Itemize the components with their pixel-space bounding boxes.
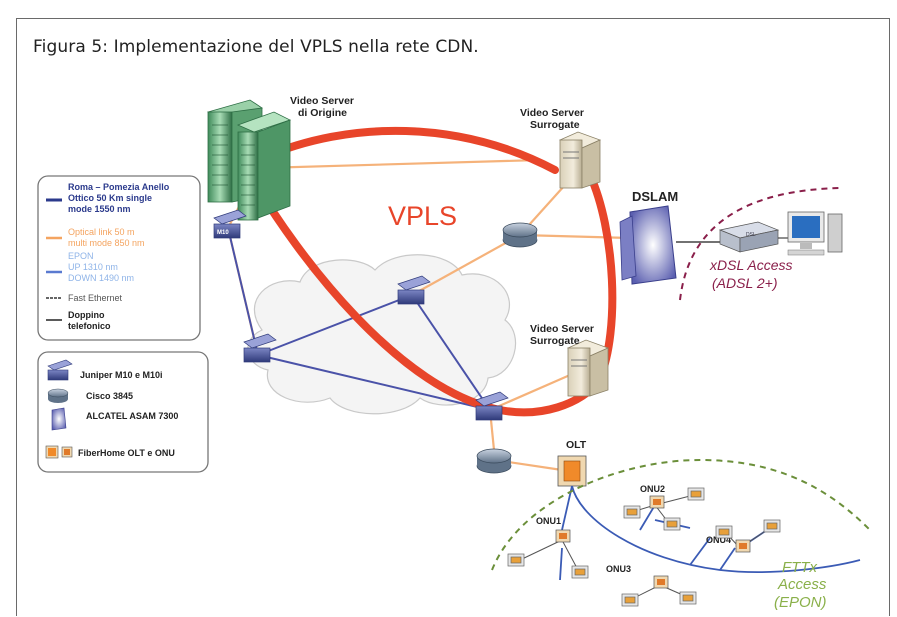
core-ring-links <box>227 227 491 411</box>
figure-frame <box>16 18 890 616</box>
surrogate-top-label-2: Surrogate <box>530 119 580 131</box>
legend-link-types: Roma – Pomezia Anello Ottico 50 Km singl… <box>37 175 201 341</box>
xdsl-label-1: xDSL Access <box>709 257 792 273</box>
legend-link-doppino-2: telefonico <box>68 321 111 331</box>
legend-link-ring-2: Ottico 50 Km single <box>68 193 152 203</box>
dsl-modem: DSL <box>718 221 780 253</box>
small-pc <box>715 525 733 539</box>
fttx-label-3: (EPON) <box>774 594 827 611</box>
onu-box <box>649 495 665 509</box>
fttx-access-boundary <box>491 458 871 571</box>
legend-link-ring-3: mode 1550 nm <box>68 204 131 214</box>
dslam-label: DSLAM <box>632 189 678 204</box>
xdsl-access-boundary <box>679 187 841 301</box>
small-pc <box>507 553 525 567</box>
legend-link-epon-2: UP 1310 nm <box>68 262 118 272</box>
legend-device-alcatel: ALCATEL ASAM 7300 <box>86 411 178 421</box>
vpls-label: VPLS <box>388 201 457 231</box>
juniper-switch-bottom-right <box>475 391 509 421</box>
onu-devices <box>555 495 751 589</box>
onu3-label: ONU3 <box>606 564 631 574</box>
juniper-switch-left <box>243 333 277 363</box>
legend-device-fiberhome: FiberHome OLT e ONU <box>78 448 175 458</box>
onu2-label: ONU2 <box>640 484 665 494</box>
surrogate-bottom-label-2: Surrogate <box>530 335 580 347</box>
juniper-switch-top-center <box>397 275 431 305</box>
legend-link-optical-1: Optical link 50 m <box>68 227 135 237</box>
video-server-surrogate-top <box>558 131 602 189</box>
legend-link-ring-1: Roma – Pomezia Anello <box>68 182 170 192</box>
fttx-subscriber-pcs <box>507 487 781 607</box>
small-pc <box>621 593 639 607</box>
surrogate-bottom-label-1: Video Server <box>530 323 594 335</box>
xdsl-label-2: (ADSL 2+) <box>712 275 778 291</box>
onu-box <box>555 529 571 543</box>
subscriber-pc <box>787 211 843 256</box>
legend-juniper-icon <box>47 359 73 381</box>
legend-link-epon-3: DOWN 1490 nm <box>68 273 134 283</box>
juniper-switch-top-left: M10 <box>213 209 247 239</box>
m10-switch-label: M10 <box>217 230 229 236</box>
olt-device <box>557 455 587 487</box>
origin-server-label-1: Video Server <box>290 95 354 107</box>
legend-fiberhome-icon <box>45 445 73 459</box>
legend-link-epon-1: EPON <box>68 251 94 261</box>
legend-cisco-icon <box>47 388 69 403</box>
small-pc <box>687 487 705 501</box>
dslam-device <box>619 205 677 285</box>
small-pc <box>571 565 589 579</box>
small-pc <box>663 517 681 531</box>
small-pc <box>679 591 697 605</box>
onu-box <box>735 539 751 553</box>
onu4-label: ONU4 <box>706 535 731 545</box>
figure-caption: Figura 5: Implementazione del VPLS nella… <box>33 37 479 57</box>
legend-device-juniper: Juniper M10 e M10i <box>80 370 163 380</box>
legend-device-cisco: Cisco 3845 <box>86 391 133 401</box>
cisco-router-bottom <box>476 448 512 474</box>
legend-alcatel-icon <box>51 407 67 431</box>
fttx-label-2: Access <box>777 576 827 593</box>
dsl-modem-label: DSL <box>746 232 756 238</box>
origin-server-label-2: di Origine <box>298 107 347 119</box>
legend-link-optical-2: multi mode 850 nm <box>68 238 145 248</box>
core-network-cloud <box>247 254 517 415</box>
video-server-origin <box>207 99 292 221</box>
legend-link-fast-ethernet: Fast Ethernet <box>68 293 123 303</box>
cisco-router-top <box>502 222 538 248</box>
onu1-label: ONU1 <box>536 516 561 526</box>
onu-box <box>653 575 669 589</box>
small-pc <box>763 519 781 533</box>
video-server-surrogate-bottom <box>566 339 610 397</box>
surrogate-top-label-1: Video Server <box>520 107 584 119</box>
legend-link-doppino-1: Doppino <box>68 310 105 320</box>
epon-drop-links <box>519 495 771 601</box>
olt-label: OLT <box>566 439 587 451</box>
legend-devices: Juniper M10 e M10i Cisco 3845 ALCATEL AS… <box>37 351 209 473</box>
small-pc <box>623 505 641 519</box>
fttx-label-1: FTTx <box>782 559 817 576</box>
